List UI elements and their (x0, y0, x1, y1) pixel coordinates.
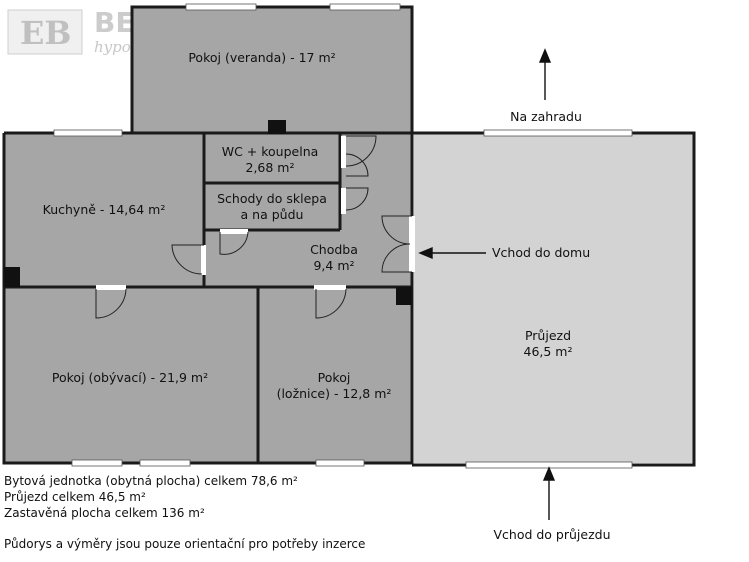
arrow-garden-head (538, 48, 552, 63)
note-living-area: Bytová jednotka (obytná plocha) celkem 7… (4, 474, 298, 488)
label-stairs-line2: a na půdu (241, 207, 304, 222)
door-swings (95, 135, 412, 319)
arrows (418, 48, 556, 520)
note-disclaimer: Půdorys a výměry jsou pouze orientační p… (4, 537, 366, 551)
label-veranda: Pokoj (veranda) - 17 m² (188, 50, 335, 65)
logo-monogram: EB (20, 14, 71, 52)
note-built-area: Zastavěná plocha celkem 136 m² (4, 506, 205, 520)
note-passage-area: Průjezd celkem 46,5 m² (4, 490, 146, 504)
windows (53, 3, 633, 469)
pillars (4, 120, 412, 305)
label-passage-entry: Vchod do průjezdu (493, 527, 610, 542)
label-house-entry: Vchod do domu (492, 245, 590, 260)
label-to-garden: Na zahradu (510, 109, 582, 124)
label-passage-line1: Průjezd (525, 328, 571, 343)
label-kitchen: Kuchyně - 14,64 m² (43, 202, 166, 217)
arrow-passage-head (542, 466, 556, 481)
label-bedroom-line2: (ložnice) - 12,8 m² (277, 386, 392, 401)
label-passage-line2: 46,5 m² (524, 344, 573, 359)
label-hall-line2: 9,4 m² (313, 258, 354, 273)
label-living: Pokoj (obývací) - 21,9 m² (52, 370, 208, 385)
label-wc-line1: WC + koupelna (222, 144, 319, 159)
label-wc-line2: 2,68 m² (246, 160, 295, 175)
room-passage (414, 133, 694, 463)
label-bedroom-line1: Pokoj (318, 370, 351, 385)
arrow-house-head (418, 246, 433, 260)
door-openings (96, 136, 415, 290)
logo-box (7, 9, 83, 55)
label-stairs-line1: Schody do sklepa (217, 191, 327, 206)
label-hall-line1: Chodba (310, 242, 358, 257)
room-veranda (132, 7, 412, 133)
